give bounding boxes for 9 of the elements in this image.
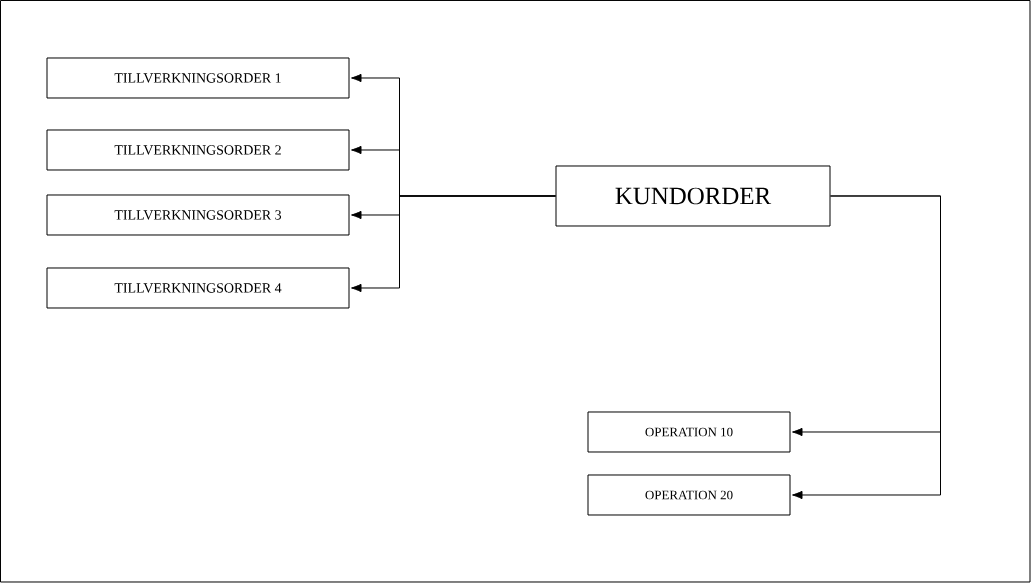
process-box: TILLVERKNINGSORDER 1 [46, 57, 350, 99]
arrow [792, 195, 941, 500]
process-box: KUNDORDER [555, 165, 831, 227]
process-box: TILLVERKNINGSORDER 3 [46, 194, 350, 236]
process-box: TILLVERKNINGSORDER 2 [46, 129, 350, 171]
arrow [351, 195, 556, 293]
process-box: OPERATION 10 [587, 411, 791, 453]
process-box: OPERATION 20 [587, 474, 791, 516]
process-box: TILLVERKNINGSORDER 4 [46, 267, 350, 309]
